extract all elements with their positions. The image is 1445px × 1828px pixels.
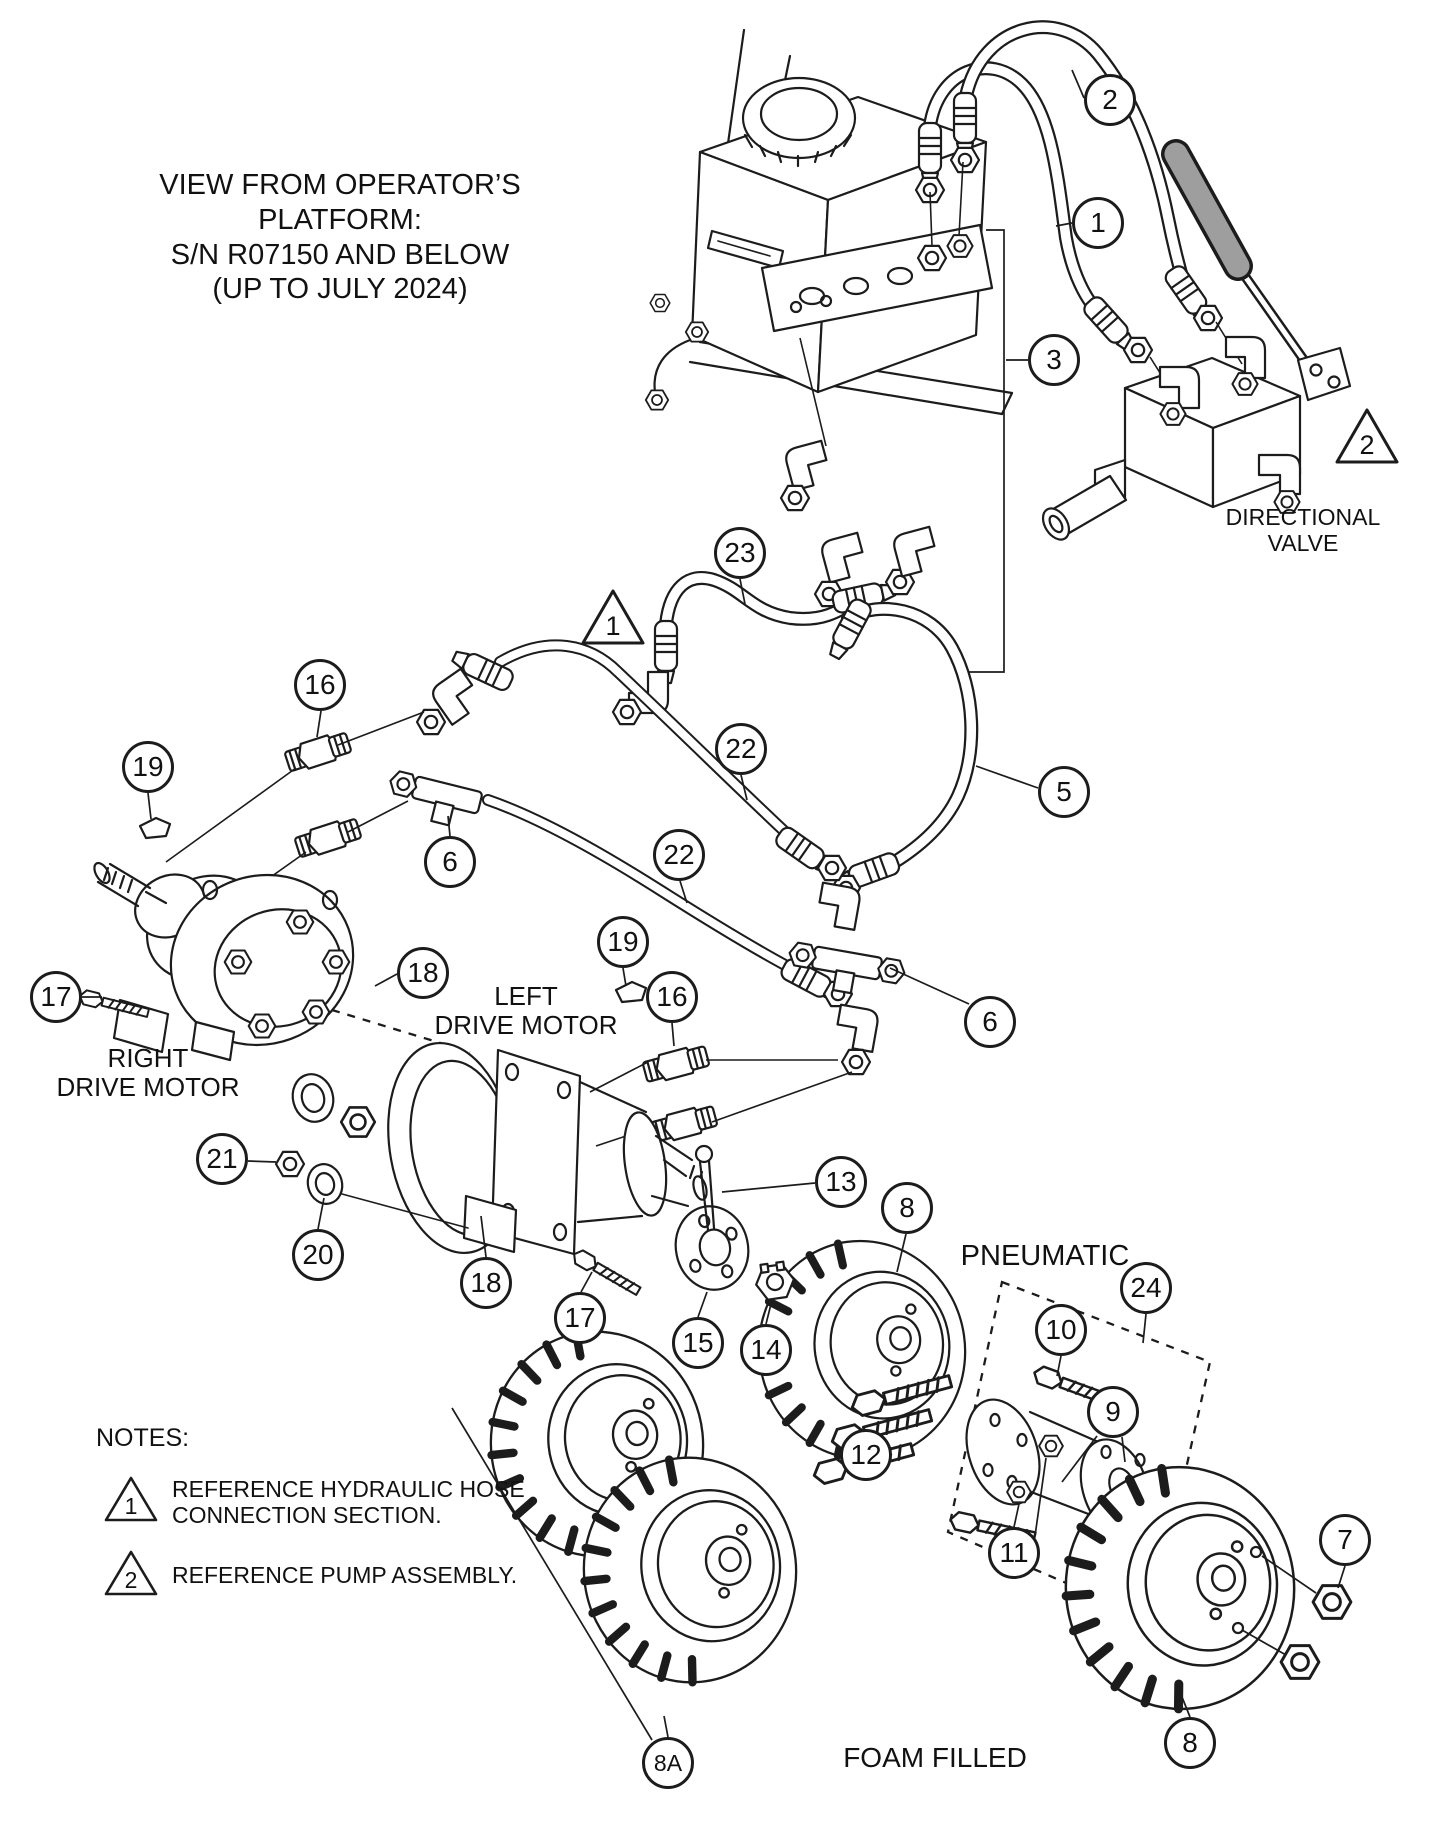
notes-heading: NOTES: (96, 1424, 190, 1452)
note-1-text: REFERENCE HYDRAULIC HOSE CONNECTION SECT… (172, 1476, 525, 1528)
right-drive-motor (77, 816, 355, 1062)
nut-11-a (1038, 1434, 1064, 1458)
shaft-key-19-right (138, 816, 172, 840)
tee-fitting-left (386, 768, 483, 827)
nut-11-b (1006, 1480, 1032, 1504)
callout-12: 12 (840, 1429, 892, 1481)
note-2-marker: 2 (124, 1567, 138, 1593)
callout-17-a: 17 (30, 971, 82, 1023)
tank-outlet-elbows (779, 337, 869, 608)
wheel-hub-15 (674, 1205, 750, 1291)
hose-5 (823, 595, 979, 902)
callout-9: 9 (1087, 1386, 1139, 1438)
callout-22-b: 22 (653, 829, 705, 881)
callout-14: 14 (740, 1324, 792, 1376)
left-drive-motor-label: LEFT DRIVE MOTOR (434, 981, 618, 1041)
callout-21: 21 (196, 1133, 248, 1185)
washer-nut-cluster (274, 1073, 469, 1229)
callout-13: 13 (815, 1156, 867, 1208)
callout-2: 2 (1084, 74, 1136, 126)
nut-21 (274, 1150, 306, 1178)
callout-8-b: 8 (1164, 1717, 1216, 1769)
callout-10: 10 (1035, 1304, 1087, 1356)
mounting-plate (760, 223, 994, 333)
callout-7: 7 (1319, 1514, 1371, 1566)
pneumatic-wheel-right (1058, 1459, 1303, 1716)
castle-nut-14 (755, 1260, 795, 1301)
callout-17-b: 17 (554, 1292, 606, 1344)
foam-filled-label: FOAM FILLED (843, 1742, 1027, 1773)
directional-valve (1041, 139, 1352, 541)
hose-1 (914, 61, 1154, 364)
note-2-text: REFERENCE PUMP ASSEMBLY. (172, 1562, 518, 1588)
pneumatic-label: PNEUMATIC (960, 1240, 1130, 1272)
callout-15: 15 (672, 1317, 724, 1369)
note-1-marker: 1 (124, 1493, 138, 1519)
callout-16-a: 16 (294, 659, 346, 711)
leader-lines (82, 69, 1346, 1738)
note-1-triangle: 1 (103, 1475, 159, 1523)
callout-22-a: 22 (715, 723, 767, 775)
hose-22-lower (482, 794, 881, 1076)
callout-3: 3 (1028, 334, 1080, 386)
callout-8A: 8A (642, 1737, 694, 1789)
hose-23 (611, 525, 941, 726)
directional-valve-label: DIRECTIONAL VALVE (1225, 504, 1381, 556)
warning-triangle-2-number: 2 (1359, 430, 1375, 460)
item-3-bracket (966, 229, 1005, 673)
tank-filler-cap (741, 76, 857, 168)
foam-filled-wheels (451, 1321, 807, 1741)
right-drive-motor-label: RIGHT DRIVE MOTOR (56, 1043, 240, 1103)
callout-8-a: 8 (881, 1182, 933, 1234)
note-2-triangle: 2 (103, 1549, 159, 1597)
shaft-nut (339, 1106, 377, 1138)
shaft-key-19-left (614, 980, 648, 1004)
callout-18-b: 18 (460, 1257, 512, 1309)
callout-18-a: 18 (397, 947, 449, 999)
callout-16-b: 16 (646, 971, 698, 1023)
callout-11: 11 (988, 1527, 1040, 1579)
tee-fitting-right (786, 940, 908, 995)
callout-24: 24 (1120, 1262, 1172, 1314)
callout-19-b: 19 (597, 916, 649, 968)
hose-22-upper (415, 639, 863, 931)
cotter-pin-13 (694, 1144, 716, 1232)
warning-triangle-2: 2 (1334, 407, 1400, 465)
callout-6-b: 6 (964, 996, 1016, 1048)
callout-1: 1 (1072, 197, 1124, 249)
callout-23: 23 (714, 527, 766, 579)
view-title: VIEW FROM OPERATOR’S PLATFORM: S/N R0715… (159, 169, 521, 306)
callout-20: 20 (292, 1229, 344, 1281)
callout-5: 5 (1038, 766, 1090, 818)
callout-6-a: 6 (424, 836, 476, 888)
warning-triangle-1: 1 (580, 588, 646, 646)
left-drive-motor (387, 980, 708, 1299)
warning-triangle-1-number: 1 (605, 611, 621, 641)
callout-19-a: 19 (122, 741, 174, 793)
